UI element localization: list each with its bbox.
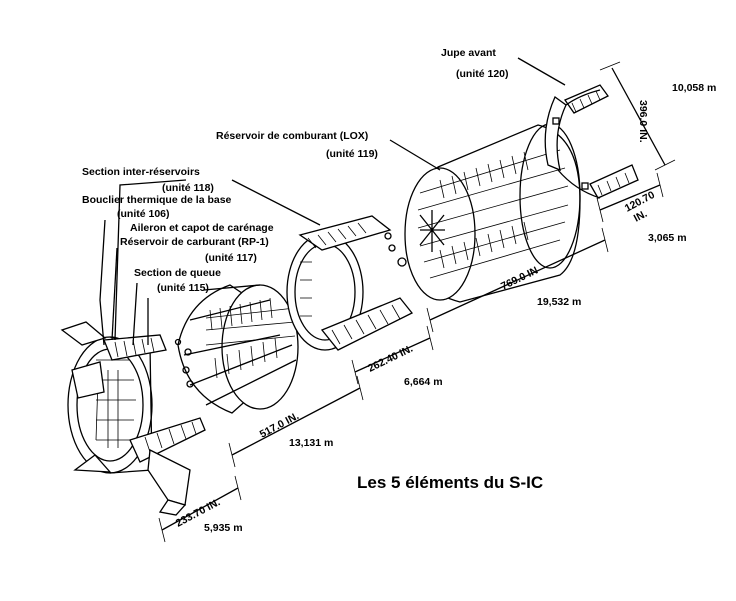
thrust-section-drawing [60, 321, 206, 516]
intertank-drawing [286, 215, 414, 351]
forward-skirt-label: Jupe avant [441, 47, 496, 59]
intertank-length-in: 262.40 IN. [366, 343, 415, 375]
thrust-section-length-m: 5,935 m [204, 522, 243, 534]
intertank-length-m: 6,664 m [404, 376, 443, 388]
forward-skirt-drawing [544, 84, 639, 199]
leader-lines [99, 57, 566, 346]
forward-skirt-length-unit: IN. [632, 208, 650, 225]
lox-tank-label: Réservoir de comburant (LOX) [216, 130, 368, 142]
fuel-tank-unit: (unité 117) [205, 252, 257, 264]
fuel-tank-drawing [174, 284, 299, 414]
dimension-lines [158, 61, 676, 543]
lox-tank-length-m: 19,532 m [537, 296, 581, 308]
intertank-unit: (unité 118) [162, 182, 214, 194]
intertank-label: Section inter-réservoirs [82, 166, 200, 178]
lox-tank-drawing [384, 123, 581, 303]
fuel-tank-length-m: 13,131 m [289, 437, 333, 449]
diagram-title: Les 5 éléments du S-IC [357, 473, 543, 492]
thrust-section-unit: (unité 115) [157, 282, 209, 294]
fuel-tank-label: Réservoir de carburant (RP-1) [120, 236, 269, 248]
fins-fairings-label: Aileron et capot de carénage [130, 222, 274, 234]
forward-skirt-length-m: 3,065 m [648, 232, 687, 244]
forward-skirt-unit: (unité 120) [456, 68, 509, 80]
forward-skirt-diameter-in: 396.0 IN. [637, 100, 649, 143]
labels: Jupe avant (unité 120) Réservoir de comb… [82, 47, 509, 294]
thrust-section-label: Section de queue [134, 267, 221, 279]
lox-tank-unit: (unité 119) [326, 148, 378, 160]
heat-shield-label: Bouclier thermique de la base [82, 194, 232, 206]
heat-shield-unit: (unité 106) [117, 208, 170, 220]
forward-skirt-diameter-m: 10,058 m [672, 82, 716, 94]
